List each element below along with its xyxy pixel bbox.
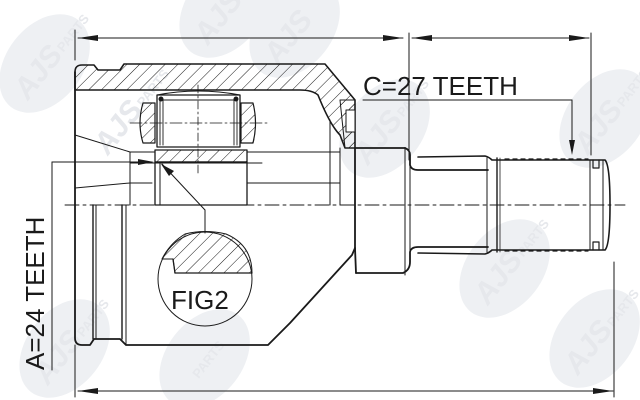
output-shaft (404, 147, 611, 276)
housing-wall-section (74, 63, 356, 149)
leader-c-teeth (362, 99, 575, 155)
label-a-teeth: A=24 TEETH (20, 217, 50, 370)
fig2-detail (157, 231, 253, 327)
leader-a-teeth (51, 159, 206, 371)
spider-hub (129, 149, 263, 206)
label-fig2: FIG2 (171, 285, 229, 315)
dimension-shaft-length (408, 32, 592, 161)
housing-bore-lines (74, 89, 341, 346)
dimension-overall-length (74, 261, 615, 398)
label-c-teeth: C=27 TEETH (363, 71, 518, 101)
tripod-roller (129, 84, 271, 176)
dimension-overall-housing (74, 29, 404, 61)
